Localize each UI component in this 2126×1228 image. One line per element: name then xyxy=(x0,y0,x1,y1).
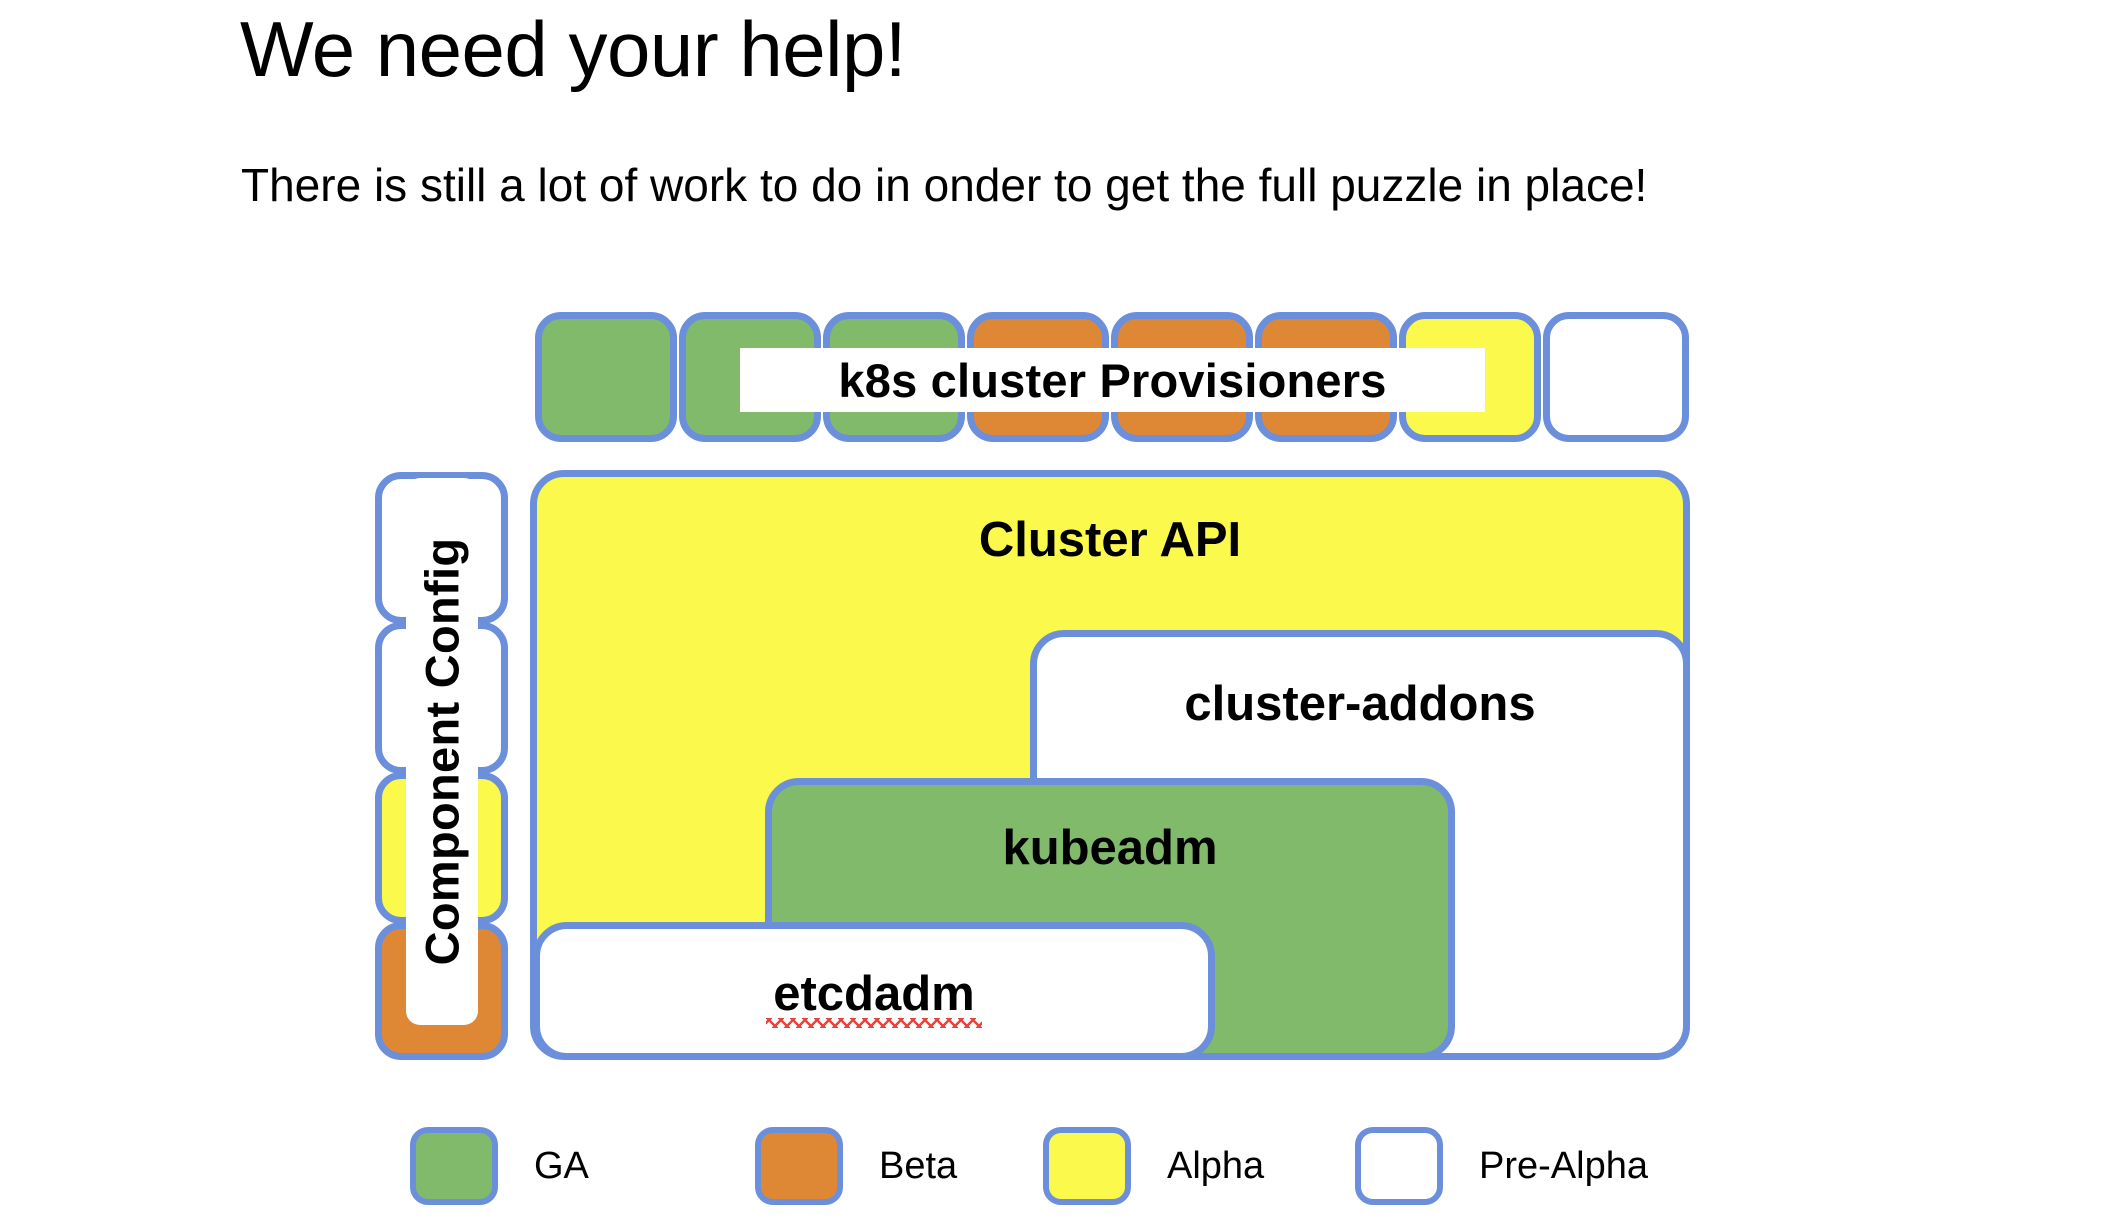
legend-label-prealpha: Pre-Alpha xyxy=(1479,1144,1648,1187)
etcdadm-title: etcdadm xyxy=(773,967,975,1021)
cluster-api-title: Cluster API xyxy=(978,513,1242,567)
page-subtitle: There is still a lot of work to do in on… xyxy=(241,159,1648,211)
legend-swatch-beta xyxy=(755,1127,843,1205)
legend-label-alpha: Alpha xyxy=(1167,1144,1265,1187)
cluster-addons-title: cluster-addons xyxy=(1184,677,1536,731)
legend-label-beta: Beta xyxy=(879,1144,958,1187)
etcdadm-block[interactable] xyxy=(533,922,1215,1060)
etcdadm-spellcheck-underline xyxy=(766,1018,982,1028)
provisioner-tile-8[interactable] xyxy=(1543,312,1689,442)
legend-item-alpha: Alpha xyxy=(1043,1124,1264,1208)
kubeadm-title: kubeadm xyxy=(1002,821,1218,875)
legend-item-beta: Beta xyxy=(755,1124,957,1208)
legend-swatch-prealpha xyxy=(1355,1127,1443,1205)
legend-item-ga: GA xyxy=(410,1124,589,1208)
legend-swatch-alpha xyxy=(1043,1127,1131,1205)
component-config-label-plate: Component Config xyxy=(406,478,478,1025)
legend-item-prealpha: Pre-Alpha xyxy=(1355,1124,1648,1208)
provisioner-tile-1[interactable] xyxy=(535,312,677,442)
legend-label-ga: GA xyxy=(534,1144,589,1187)
provisioners-label: k8s cluster Provisioners xyxy=(838,353,1387,407)
component-config-label: Component Config xyxy=(415,537,469,966)
provisioners-label-plate: k8s cluster Provisioners xyxy=(740,348,1485,412)
legend: GA Beta Alpha Pre-Alpha xyxy=(0,1124,2126,1214)
page-title: We need your help! xyxy=(240,5,907,93)
legend-swatch-ga xyxy=(410,1127,498,1205)
